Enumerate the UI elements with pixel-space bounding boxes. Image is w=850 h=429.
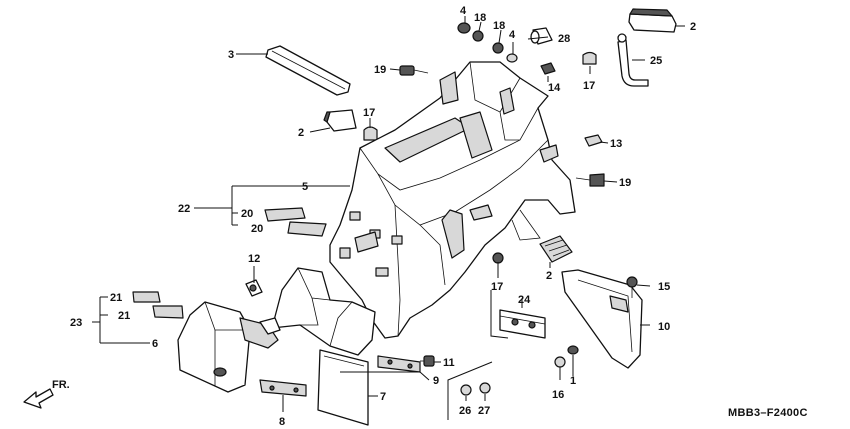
label-17-lower: 17 xyxy=(491,281,503,293)
part-17-grommet-lower xyxy=(492,252,504,264)
part-2-pad-bottom xyxy=(539,235,573,263)
part-2-pad-middle xyxy=(323,109,357,132)
label-21-lower: 21 xyxy=(118,310,130,322)
label-19-right: 19 xyxy=(619,177,631,189)
label-3: 3 xyxy=(228,49,234,61)
label-2-top: 2 xyxy=(690,21,696,33)
leader-lines xyxy=(92,16,685,420)
sponge-pads xyxy=(132,207,327,319)
label-28: 28 xyxy=(558,33,570,45)
part-24-bracket xyxy=(499,309,546,339)
part-9-plate xyxy=(377,355,421,373)
label-19-top: 19 xyxy=(374,64,386,76)
label-12: 12 xyxy=(248,253,260,265)
label-11: 11 xyxy=(443,357,455,369)
label-16: 16 xyxy=(552,389,564,401)
label-17-middle: 17 xyxy=(363,107,375,119)
top-fasteners xyxy=(363,22,605,187)
label-26: 26 xyxy=(459,405,471,417)
label-1: 1 xyxy=(570,375,576,387)
diagram-code: MBB3–F2400C xyxy=(728,407,808,419)
part-3-seal-strip xyxy=(265,45,351,96)
label-18-right: 18 xyxy=(493,20,505,32)
label-20-lower: 20 xyxy=(251,223,263,235)
label-22: 22 xyxy=(178,203,190,215)
label-21-upper: 21 xyxy=(110,292,122,304)
part-15-screw xyxy=(626,276,638,298)
label-9: 9 xyxy=(433,375,439,387)
part-28-collar xyxy=(530,27,553,45)
part-10-side-cover xyxy=(561,269,643,369)
label-4-right: 4 xyxy=(509,29,516,41)
part-5-rear-fender xyxy=(329,61,576,339)
callout-labels: 3 2 2 2 4 4 18 18 28 25 19 14 17 17 13 1… xyxy=(52,5,808,428)
label-24: 24 xyxy=(518,294,531,306)
part-11-bolt xyxy=(420,355,435,367)
part-12-clip xyxy=(245,279,263,297)
label-2-bottom: 2 xyxy=(546,270,552,282)
part-7-mudflap xyxy=(317,349,369,426)
label-15: 15 xyxy=(658,281,670,293)
part-6-light-housing xyxy=(177,301,281,393)
part-2-rubber-block-top xyxy=(628,8,677,33)
label-23: 23 xyxy=(70,317,82,329)
label-25: 25 xyxy=(650,55,662,67)
part-8-plate xyxy=(259,379,307,397)
label-27: 27 xyxy=(478,405,490,417)
label-8: 8 xyxy=(279,416,285,428)
part-25-hook xyxy=(617,33,649,87)
label-7: 7 xyxy=(380,391,386,403)
front-marker: FR. xyxy=(52,379,70,391)
label-13: 13 xyxy=(610,138,622,150)
label-4-left: 4 xyxy=(460,5,467,17)
part-26-27-fasteners xyxy=(460,382,491,396)
label-20-upper: 20 xyxy=(241,208,253,220)
label-5: 5 xyxy=(302,181,308,193)
inner-splash-guard xyxy=(271,267,376,356)
label-6: 6 xyxy=(152,338,158,350)
label-18-left: 18 xyxy=(474,12,486,24)
part-1-16-fasteners xyxy=(554,345,579,368)
front-direction-arrow-icon xyxy=(23,388,54,409)
label-2-middle: 2 xyxy=(298,127,304,139)
label-14: 14 xyxy=(548,82,561,94)
label-17-right: 17 xyxy=(583,80,595,92)
label-10: 10 xyxy=(658,321,670,333)
